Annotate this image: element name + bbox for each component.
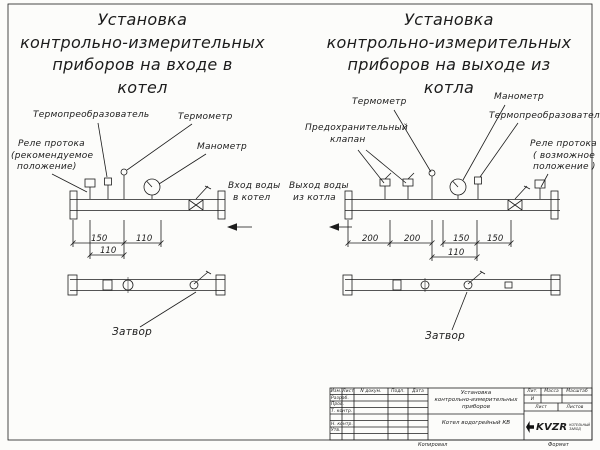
right-flange-right bbox=[550, 190, 559, 220]
tb-sheets-label: Листов bbox=[566, 404, 584, 410]
left-diagram-title: Установка контрольно-измерительных прибо… bbox=[15, 9, 270, 99]
tb-col-izm: Изм. bbox=[330, 389, 342, 394]
right-thermo-transducer bbox=[474, 176, 482, 199]
left-flange-right bbox=[217, 190, 226, 220]
right-manometer-label: Манометр bbox=[494, 92, 544, 102]
right-title-line: контрольно-измерительных bbox=[326, 32, 572, 52]
left-flow-relay bbox=[84, 178, 96, 199]
right-safety-valve-label: клапан bbox=[330, 135, 366, 145]
right-dim-150b: 150 bbox=[487, 234, 504, 244]
tb-row-razrab: Разраб. bbox=[331, 395, 349, 401]
left-inlet-label: Вход воды bbox=[228, 181, 281, 191]
left-thermo-transducer bbox=[104, 177, 112, 199]
tb-row-nkontr: Н. контр. bbox=[331, 421, 353, 427]
tb-copied-label: Копировал bbox=[418, 442, 448, 448]
right-flow-relay-label: положение ) bbox=[533, 162, 596, 172]
right-dim-200a: 200 bbox=[362, 234, 379, 244]
right-dim-200b: 200 bbox=[404, 234, 421, 244]
left-valve bbox=[188, 185, 212, 211]
company-logo-text: KVZR bbox=[536, 421, 568, 433]
left-inlet-label: в котел bbox=[233, 193, 271, 203]
tb-col-data: Дата bbox=[412, 389, 424, 394]
left-title-line: Установка bbox=[97, 10, 188, 29]
company-logo-icon bbox=[526, 421, 535, 433]
right-title-line: котла bbox=[423, 77, 475, 97]
left-flow-relay-label: положение) bbox=[17, 162, 77, 172]
right-valve bbox=[507, 185, 531, 211]
tb-product: Котел водогрейный КВ bbox=[441, 420, 511, 426]
tb-lit-label: Лит. bbox=[527, 389, 538, 394]
company-logo-sub1: КОТЕЛЬНЫЙ bbox=[569, 423, 590, 427]
right-leaders bbox=[357, 104, 549, 331]
left-flow-relay-label: (рекомендуемое bbox=[11, 151, 94, 161]
left-title-line: контрольно-измерительных bbox=[20, 32, 265, 52]
right-flow-relay-label: Реле протока bbox=[530, 139, 597, 149]
right-safety-valve-label: Предохранительный bbox=[305, 123, 408, 133]
tb-doc-title-line: контрольно-измерительных bbox=[434, 397, 518, 403]
tb-scale-label: Масштаб bbox=[566, 389, 588, 394]
left-flow-relay-label: Реле протока bbox=[18, 139, 85, 149]
left-thermometer bbox=[120, 168, 128, 199]
left-valve-label: Затвор bbox=[112, 326, 153, 338]
right-safety-valve-2 bbox=[402, 172, 415, 199]
right-diagram-title: Установка контрольно-измерительных прибо… bbox=[318, 9, 580, 99]
right-dim-150a: 150 bbox=[453, 234, 470, 244]
company-logo-subtext: КОТЕЛЬНЫЙ ЗАВОД bbox=[569, 423, 590, 431]
tb-format-label: Формат bbox=[548, 442, 569, 448]
left-flange-left bbox=[69, 190, 78, 220]
right-flange-left bbox=[344, 190, 353, 220]
right-dim-110: 110 bbox=[448, 248, 465, 258]
sheet-frame bbox=[7, 3, 593, 441]
right-assembly-front bbox=[329, 104, 560, 331]
right-assembly-bottom bbox=[342, 270, 561, 296]
tb-lit-value: И bbox=[530, 396, 535, 402]
left-dim-150: 150 bbox=[91, 234, 108, 244]
right-title-line: приборов на выходе из bbox=[347, 55, 551, 74]
left-flow-arrow bbox=[227, 223, 252, 231]
left-thermometer-label: Термометр bbox=[178, 112, 233, 122]
left-dim-110: 110 bbox=[136, 234, 153, 244]
right-thermo-transducer-label: Термопреобразователь bbox=[489, 111, 600, 121]
right-outlet-label: Выход воды bbox=[289, 181, 349, 191]
title-block-grid bbox=[329, 387, 593, 441]
right-flow-relay bbox=[534, 179, 546, 199]
left-assembly-bottom bbox=[67, 270, 226, 296]
left-title-line: котел bbox=[117, 77, 168, 97]
tb-doc-title: Установка контрольно-измерительных прибо… bbox=[428, 390, 524, 411]
left-manometer-label: Манометр bbox=[197, 142, 247, 152]
right-flow-relay-label: ( возможное bbox=[533, 151, 596, 161]
left-title-line: приборов на входе в bbox=[52, 55, 233, 74]
right-valve-label: Затвор bbox=[425, 330, 466, 342]
right-flow-arrow bbox=[329, 223, 352, 231]
tb-col-ndocum: N докум. bbox=[360, 389, 382, 394]
tb-col-podp: Подп. bbox=[391, 389, 405, 394]
tb-row-tkontr: Т. контр. bbox=[331, 408, 353, 414]
left-dimensions bbox=[70, 220, 164, 259]
left-thermo-transducer-label: Термопреобразователь bbox=[33, 110, 150, 120]
left-dim-110b: 110 bbox=[100, 246, 117, 256]
tb-row-prov: Пров. bbox=[331, 402, 345, 407]
tb-col-list: Лист bbox=[342, 389, 354, 394]
left-manometer bbox=[143, 178, 161, 199]
tb-doc-title-line: приборов bbox=[462, 404, 490, 410]
left-assembly-front bbox=[51, 122, 252, 328]
company-logo-sub2: ЗАВОД bbox=[569, 427, 581, 431]
right-dimensions bbox=[345, 220, 514, 261]
company-logo: KVZR КОТЕЛЬНЫЙ ЗАВОД bbox=[526, 417, 590, 437]
right-thermometer-label: Термометр bbox=[352, 97, 407, 107]
left-leaders bbox=[51, 122, 207, 328]
right-title-line: Установка bbox=[404, 10, 494, 29]
right-outlet-label: из котла bbox=[293, 193, 336, 203]
tb-sheet-label: Лист bbox=[535, 404, 547, 410]
tb-row-utv: Утв. bbox=[331, 428, 341, 433]
tb-doc-title-line: Установка bbox=[460, 390, 492, 396]
right-safety-valve-1 bbox=[379, 172, 392, 199]
right-thermometer bbox=[428, 169, 436, 199]
right-manometer bbox=[449, 178, 467, 199]
tb-mass-label: Масса bbox=[544, 389, 559, 394]
